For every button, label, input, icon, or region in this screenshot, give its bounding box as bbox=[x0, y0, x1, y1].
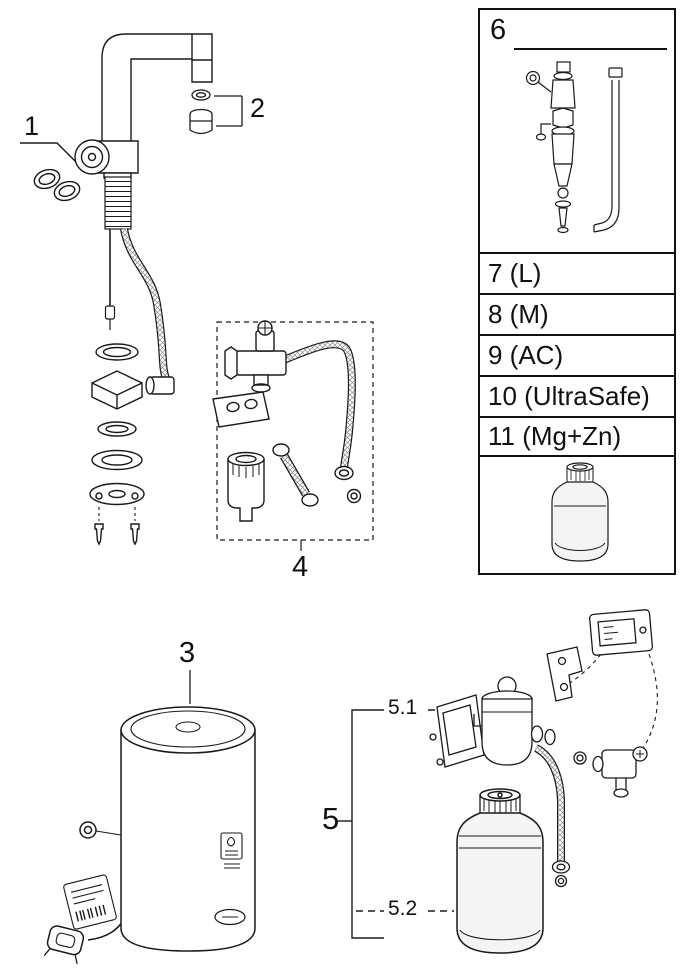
safety-group-drawing bbox=[525, 61, 623, 234]
power-plug bbox=[43, 925, 85, 964]
part-6-underline bbox=[514, 48, 667, 50]
callout-part-5-1: 5.1 bbox=[388, 696, 418, 719]
parts-list-label: 9 (AC) bbox=[488, 340, 564, 370]
rating-label-sticker bbox=[63, 874, 117, 930]
boiler-drawing bbox=[43, 670, 256, 964]
check-valve bbox=[601, 749, 637, 779]
parts-list-row-7: 7 (L) bbox=[480, 252, 674, 293]
parts-list-row-8: 8 (M) bbox=[480, 293, 674, 334]
callout-part-2: 2 bbox=[250, 93, 266, 123]
parts-list-row-9: 9 (AC) bbox=[480, 334, 674, 375]
drain-fitting bbox=[79, 821, 97, 839]
mounting-parts-drawing bbox=[89, 343, 145, 546]
parts-list-label: 8 (M) bbox=[488, 299, 549, 329]
parts-list-label: 10 (UltraSafe) bbox=[488, 381, 650, 411]
variants-panel: 6 7 (L) 8 (M) 9 (AC) 10 (UltraSafe) 11 (… bbox=[478, 8, 676, 575]
angle-valve-group-drawing bbox=[212, 320, 374, 551]
corrugated-hose bbox=[104, 176, 132, 230]
mounting-plate bbox=[436, 694, 485, 768]
parts-list-row-10: 10 (UltraSafe) bbox=[480, 375, 674, 416]
parts-list-row-11: 11 (Mg+Zn) bbox=[480, 416, 674, 457]
wall-bracket bbox=[546, 646, 583, 702]
parts-list-label: 11 (Mg+Zn) bbox=[488, 421, 622, 451]
part-1-orings-drawing bbox=[20, 142, 81, 202]
callout-part-5: 5 bbox=[322, 801, 340, 836]
boiler-warning-icon bbox=[220, 832, 243, 869]
brand-logo-oval bbox=[214, 908, 246, 926]
filter-head-assembly-drawing bbox=[429, 609, 658, 888]
callout-part-1: 1 bbox=[24, 111, 40, 141]
panel-header: 6 bbox=[480, 10, 674, 252]
callout-part-3: 3 bbox=[179, 637, 196, 669]
screw bbox=[94, 523, 104, 546]
sensor-plug bbox=[104, 305, 116, 320]
callout-part-4: 4 bbox=[292, 551, 309, 583]
panel-cartridge-drawing bbox=[551, 462, 609, 562]
filter-head-body bbox=[481, 698, 533, 766]
supply-hoses-drawing bbox=[104, 176, 175, 395]
filter-cartridge-drawing bbox=[456, 788, 544, 954]
parts-list: 7 (L) 8 (M) 9 (AC) 10 (UltraSafe) 11 (Mg… bbox=[480, 252, 674, 457]
callout-part-5-2: 5.2 bbox=[388, 897, 418, 920]
faucet-drawing bbox=[74, 33, 213, 179]
group-4-box bbox=[216, 321, 374, 541]
screw bbox=[130, 523, 140, 546]
part-2-aerator-drawing bbox=[189, 89, 243, 135]
control-unit bbox=[589, 609, 654, 656]
callout-part-6: 6 bbox=[490, 14, 507, 46]
parts-list-label: 7 (L) bbox=[488, 258, 542, 288]
